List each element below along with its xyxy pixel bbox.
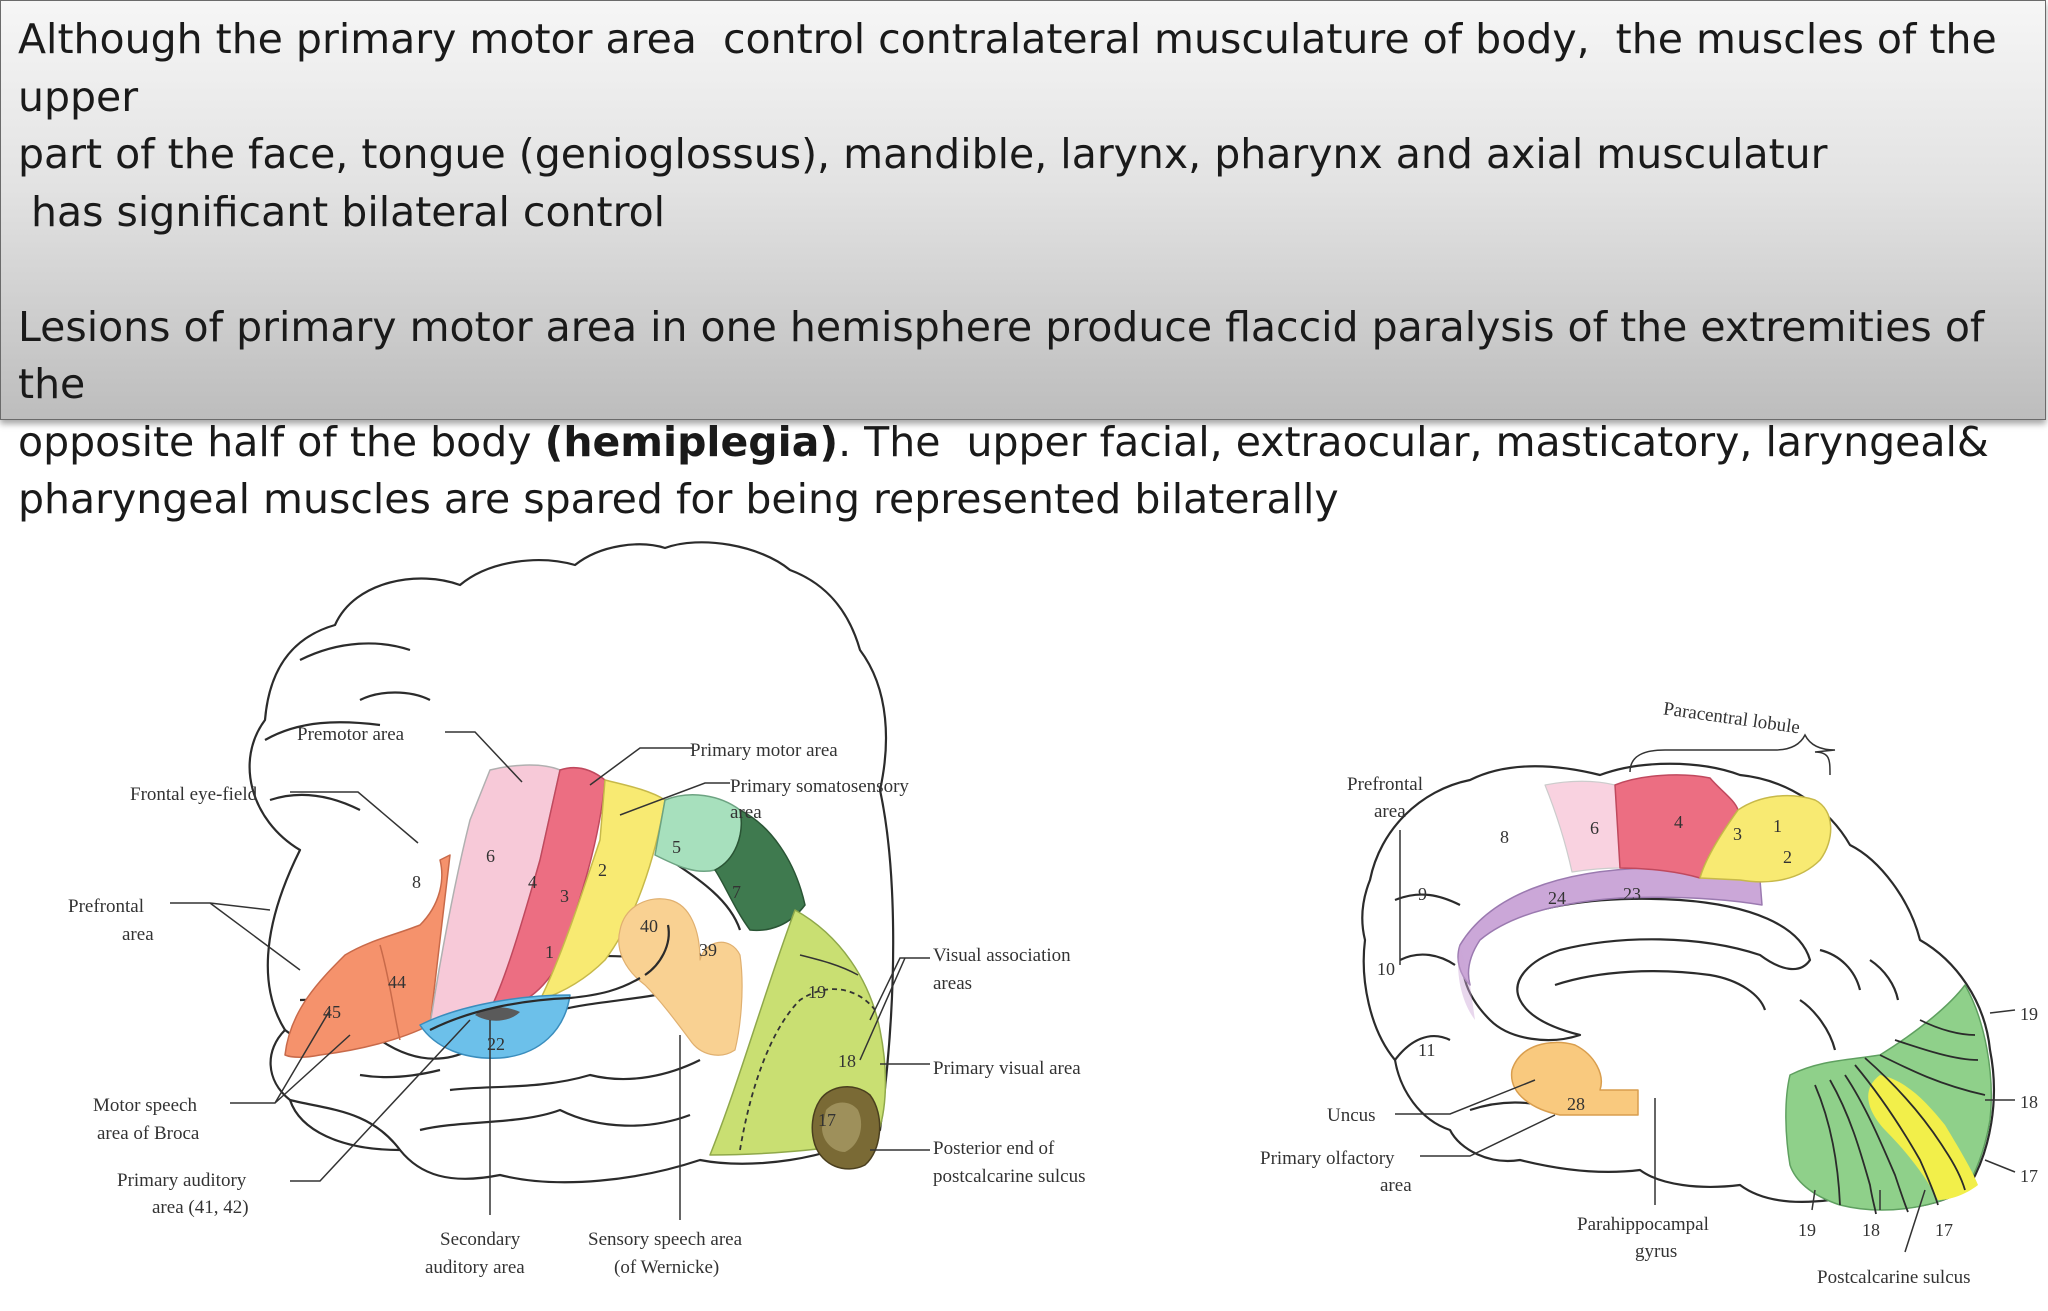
label-somatosensory-line-1: Primary somatosensory — [730, 776, 909, 797]
medial-num-9: 9 — [1418, 884, 1427, 904]
lateral-num-3: 3 — [560, 886, 569, 906]
lateral-num-39: 39 — [699, 940, 717, 960]
paragraph-2-line-2: opposite half of the body (hemiplegia). … — [18, 414, 2027, 472]
lateral-num-17: 17 — [818, 1110, 836, 1130]
label-olfactory-line-1: Primary olfactory — [1260, 1148, 1395, 1169]
lateral-brain-view — [248, 541, 895, 1184]
medial-brain-view — [1361, 762, 1996, 1215]
paragraph-1-line-2: part of the face, tongue (genioglossus),… — [18, 130, 1828, 178]
label-posterior-end-line-2: postcalcarine sulcus — [933, 1166, 1085, 1187]
label-postcalcarine-sulcus: Postcalcarine sulcus — [1817, 1267, 1971, 1288]
label-parahippocampal-line-1: Parahippocampal — [1577, 1214, 1709, 1235]
lateral-num-19: 19 — [808, 982, 826, 1002]
lateral-area-7 — [714, 809, 806, 932]
lateral-auditory-area — [419, 994, 571, 1059]
label-uncus: Uncus — [1327, 1105, 1376, 1126]
medial-num-3: 3 — [1733, 824, 1742, 844]
label-broca-line-1: Motor speech — [93, 1095, 197, 1116]
lateral-area-numbers: 6 8 4 3 1 2 5 7 40 39 19 18 17 44 45 22 — [323, 837, 856, 1130]
label-prefrontal-line-1: Prefrontal — [68, 896, 144, 917]
medial-premotor-area — [1544, 780, 1621, 873]
medial-num-23: 23 — [1623, 884, 1641, 904]
label-visual-association-line-2: areas — [933, 973, 972, 994]
lateral-num-45: 45 — [323, 1002, 341, 1022]
lateral-num-18: 18 — [838, 1051, 856, 1071]
paragraph-2-line-2-pre: opposite half of the body — [18, 417, 545, 466]
label-primary-auditory-line-1: Primary auditory — [117, 1170, 247, 1191]
lateral-num-44: 44 — [388, 972, 406, 992]
medial-num-17-right: 17 — [2020, 1166, 2038, 1186]
label-primary-motor-area: Primary motor area — [690, 740, 838, 761]
medial-num-18-bottom: 18 — [1862, 1220, 1880, 1240]
medial-num-4: 4 — [1674, 812, 1683, 832]
lateral-num-40: 40 — [640, 916, 658, 936]
lateral-leader-lines — [170, 731, 930, 1220]
lateral-labels: Premotor area Primary motor area Frontal… — [68, 724, 1085, 1278]
hemiplegia-bold: (hemiplegia) — [544, 417, 839, 466]
label-wernicke-line-1: Sensory speech area — [588, 1229, 743, 1250]
label-paracentral-lobule: Paracentral lobule — [1662, 698, 1801, 738]
medial-num-17-bottom: 17 — [1935, 1220, 1953, 1240]
paragraph-1-line-3: has significant bilateral control — [18, 187, 666, 236]
paragraph-1-line-1: Although the primary motor area control … — [18, 15, 2010, 121]
label-primary-visual-area: Primary visual area — [933, 1058, 1081, 1079]
label-wernicke-line-2: (of Wernicke) — [614, 1257, 719, 1278]
label-secondary-auditory-line-2: auditory area — [425, 1257, 525, 1278]
label-premotor-area: Premotor area — [297, 724, 405, 745]
label-secondary-auditory-line-1: Secondary — [440, 1229, 521, 1250]
label-medial-prefrontal-line-2: area — [1374, 801, 1406, 822]
label-medial-prefrontal-line-1: Prefrontal — [1347, 774, 1423, 795]
medial-num-11: 11 — [1418, 1040, 1435, 1060]
medial-num-2: 2 — [1783, 847, 1792, 867]
medial-num-24: 24 — [1548, 888, 1566, 908]
paragraph-2-line-1: Lesions of primary motor area in one hem… — [18, 302, 1998, 409]
lateral-somatosensory-area — [539, 779, 666, 1001]
lateral-area-40-39 — [618, 898, 743, 1056]
label-primary-auditory-line-2: area (41, 42) — [152, 1197, 249, 1218]
explanation-text-box: Although the primary motor area control … — [0, 0, 2046, 523]
medial-corpus-callosum — [1461, 897, 1812, 1042]
label-broca-line-2: area of Broca — [97, 1123, 200, 1144]
lateral-num-2: 2 — [598, 860, 607, 880]
label-posterior-end-line-1: Posterior end of — [933, 1138, 1055, 1159]
lateral-num-4: 4 — [528, 872, 537, 892]
medial-num-1: 1 — [1773, 816, 1782, 836]
paragraph-2-line-2-post: . The upper facial, extraocular, mastica… — [838, 417, 1989, 466]
label-visual-association-line-1: Visual association — [933, 945, 1071, 966]
paragraph-2-line-3: pharyngeal muscles are spared for being … — [18, 475, 1339, 523]
lateral-primary-visual-area — [811, 1086, 881, 1170]
paracentral-bracket — [1629, 733, 1836, 776]
medial-visual-yellow-band — [1868, 1075, 1978, 1200]
medial-num-19-bottom: 19 — [1798, 1220, 1816, 1240]
medial-somatosensory-area — [1699, 794, 1832, 883]
medial-labels: Paracentral lobule Prefrontal area Uncus… — [1260, 698, 1971, 1288]
lateral-num-22: 22 — [487, 1034, 505, 1054]
medial-num-8: 8 — [1500, 827, 1509, 847]
label-frontal-eye-field: Frontal eye-field — [130, 784, 258, 805]
medial-leader-lines — [1395, 733, 2016, 1253]
medial-area-numbers: 8 6 4 3 1 2 9 24 23 10 11 28 19 18 17 19… — [1377, 812, 2038, 1240]
lateral-num-1: 1 — [545, 942, 554, 962]
lateral-broca-area — [284, 854, 451, 1058]
medial-num-6: 6 — [1590, 818, 1599, 838]
lateral-num-8: 8 — [412, 872, 421, 892]
lateral-num-6: 6 — [486, 846, 495, 866]
label-somatosensory-line-2: area — [730, 802, 762, 823]
label-prefrontal-line-2: area — [122, 924, 154, 945]
lateral-num-5: 5 — [672, 837, 681, 857]
medial-cingulate-area — [1457, 866, 1763, 986]
label-parahippocampal-line-2: gyrus — [1635, 1241, 1677, 1262]
lateral-num-7: 7 — [732, 882, 741, 902]
medial-uncus-area — [1510, 1041, 1639, 1116]
medial-num-18-right: 18 — [2020, 1092, 2038, 1112]
medial-num-28: 28 — [1567, 1094, 1585, 1114]
medial-num-10: 10 — [1377, 959, 1395, 979]
label-olfactory-line-2: area — [1380, 1175, 1412, 1196]
medial-num-19-right: 19 — [2020, 1004, 2038, 1024]
